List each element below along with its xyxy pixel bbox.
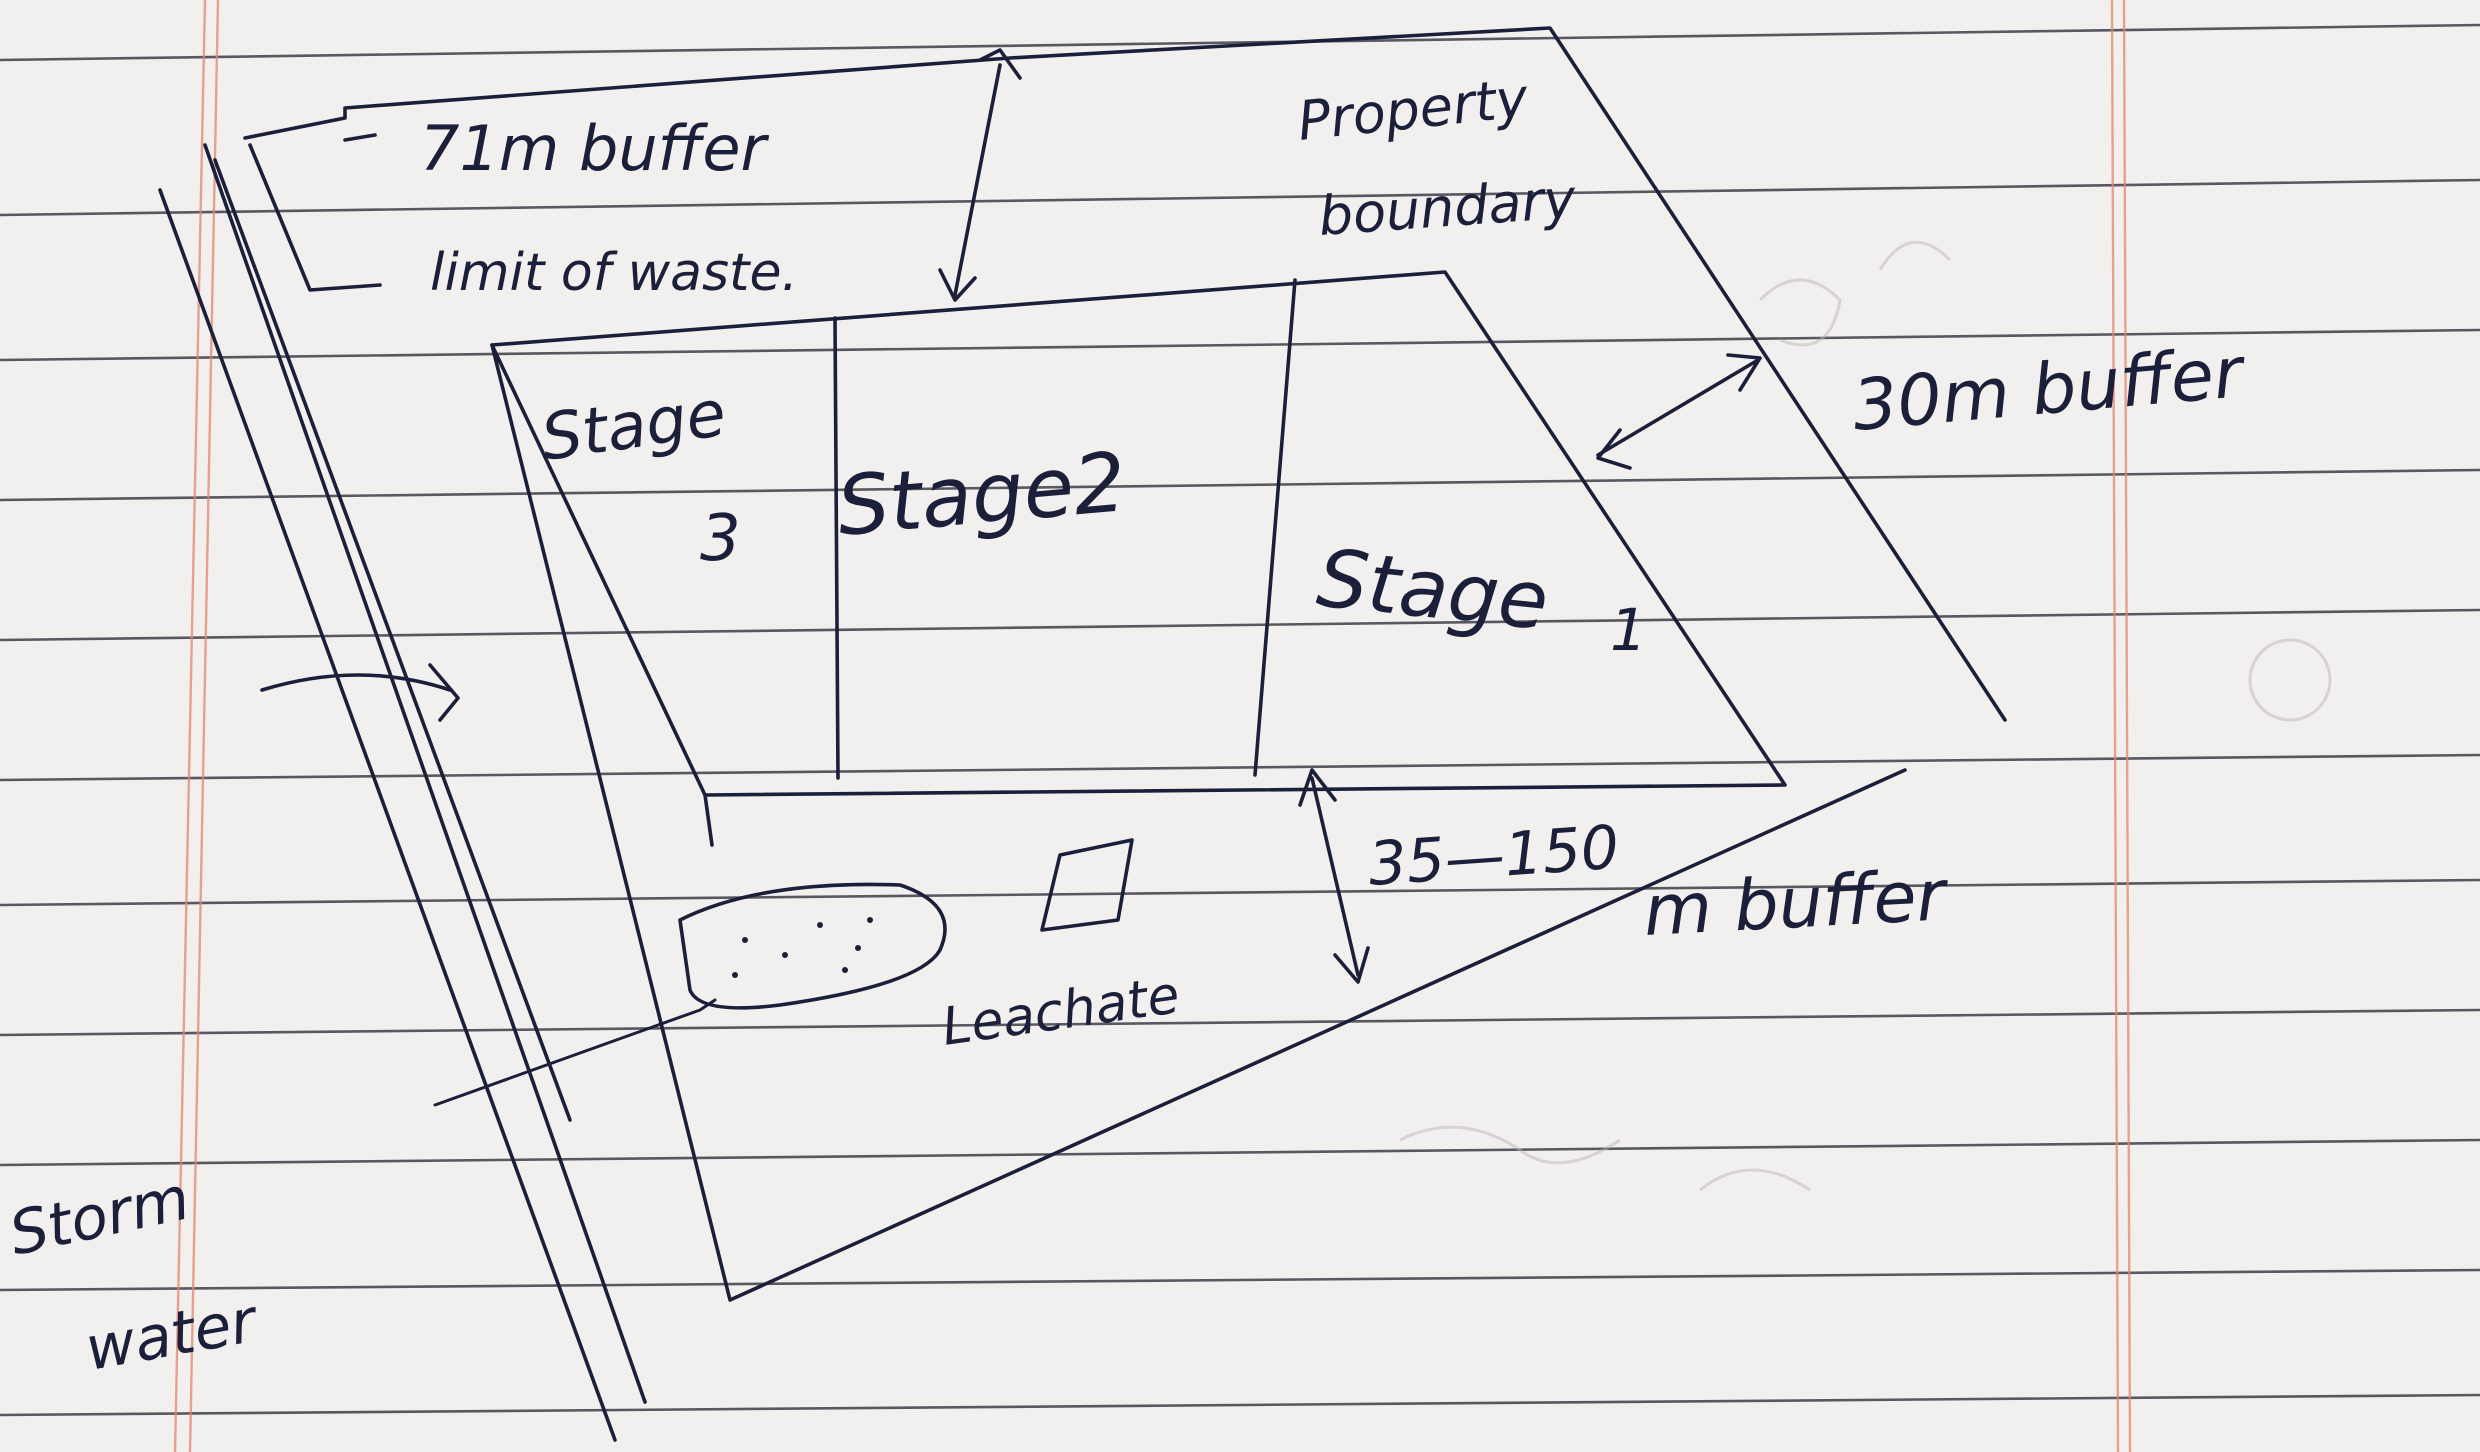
label-m-buffer: m buffer [1642,854,1952,952]
label-leachate: Leachate [938,965,1183,1058]
label-limit-of-waste: limit of waste. [430,243,798,303]
label-71m-buffer: 71m buffer [420,112,770,185]
leachate-pond [678,882,947,1010]
stage-divider-left [833,316,840,780]
buffer-71m-tick [343,133,377,142]
label-stage3-number: 3 [700,502,741,576]
label-property: Property [1295,66,1532,153]
leachate-outflow-line [433,998,717,1107]
leachate-tank [1040,838,1134,932]
buffer-30m-arrow [1596,353,1762,470]
storm-channel-line-1 [158,188,617,1442]
lower-apron-outline [490,343,1907,1302]
label-stage1-word: Stage [1313,531,1553,648]
label-stage3-word: Stage [537,377,730,476]
buffer-offset-line [248,143,382,292]
label-storm: Storm [4,1163,196,1269]
property-boundary-line [243,26,2007,722]
label-buffer-range: 35—150 [1366,813,1621,900]
label-water: water [80,1286,264,1385]
label-stage2: Stage2 [833,435,1129,555]
stage-divider-right [1253,278,1297,777]
buffer-35-150m-arrow [1298,768,1370,984]
label-30m-buffer: 30m buffer [1849,331,2250,447]
label-stage1-number: 1 [1610,596,1647,664]
storm-channel-line-3 [213,158,572,1122]
storm-water-arrow [260,663,460,722]
notebook-ruled-lines [0,23,2480,1417]
show-through-marks [1399,240,2332,1192]
storm-channel-line-2 [203,143,647,1404]
label-boundary: boundary [1317,167,1579,248]
limit-of-waste-outline [490,270,1787,797]
notebook-margin-lines [173,0,2132,1452]
buffer-71m-arrow [938,48,1022,302]
